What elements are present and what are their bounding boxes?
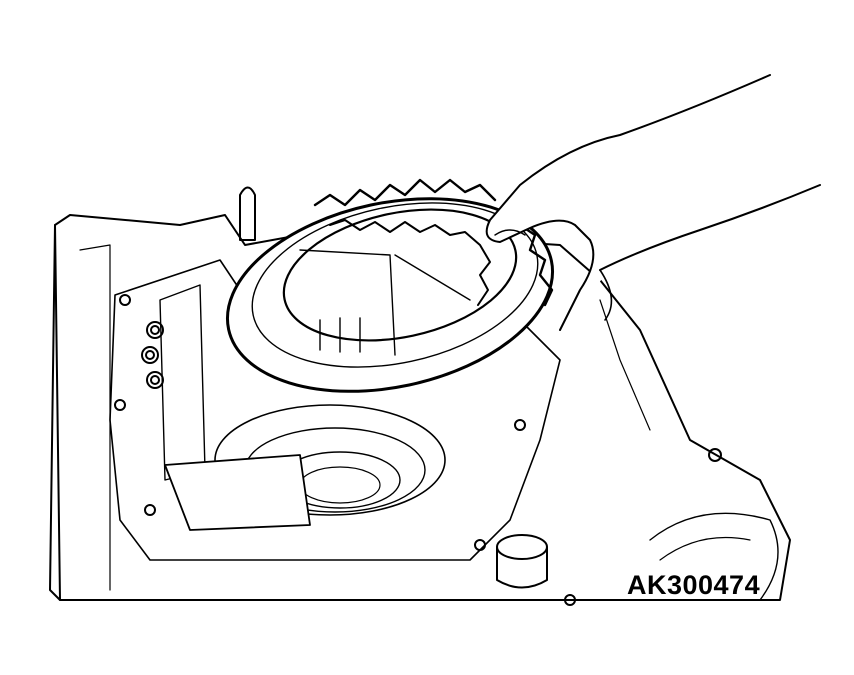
hand [485,74,821,331]
clutch-plate [225,178,555,393]
drum-assembly [164,404,446,531]
figure-reference-code: AK300474 [627,570,761,600]
